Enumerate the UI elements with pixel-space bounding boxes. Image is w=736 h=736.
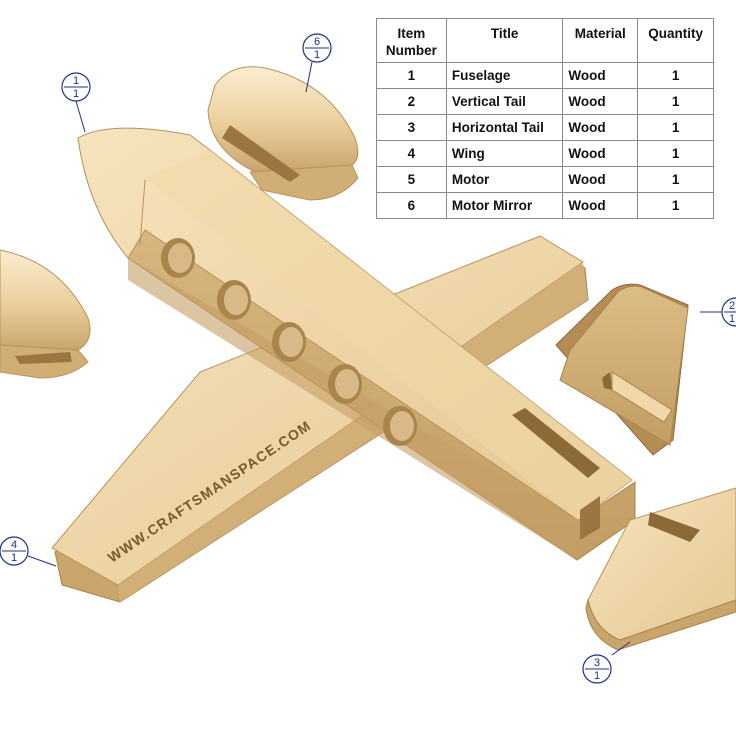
bom-quantity: 1: [637, 88, 714, 115]
horizontal-tail-part: [585, 487, 736, 651]
bill-of-materials-table: Item Number Title Material Quantity 1 Fu…: [376, 18, 714, 219]
bom-material: Wood: [562, 88, 639, 115]
balloon-item-qty: 1: [73, 88, 79, 100]
bom-header-row: Item Number Title Material Quantity: [376, 18, 714, 63]
balloon-item-6: 6 1: [302, 33, 332, 63]
fuselage-window-holes: [161, 238, 417, 446]
bom-item-number: 2: [376, 88, 447, 115]
bom-material: Wood: [562, 140, 639, 167]
table-row: 1 Fuselage Wood 1: [376, 62, 714, 89]
bom-title: Fuselage: [445, 62, 564, 89]
balloon-item-qty: 1: [729, 313, 735, 325]
table-row: 5 Motor Wood 1: [376, 166, 714, 193]
bom-material: Wood: [562, 114, 639, 141]
balloon-item-1: 1 1: [61, 72, 91, 102]
bom-quantity: 1: [637, 114, 714, 141]
bom-title: Vertical Tail: [445, 88, 564, 115]
bom-quantity: 1: [637, 62, 714, 89]
wing-part: [51, 235, 589, 603]
balloon-item-qty: 1: [11, 552, 17, 564]
bom-item-number: 3: [376, 114, 447, 141]
bom-item-number: 6: [376, 192, 447, 219]
balloon-item-2: 2 1: [721, 297, 736, 327]
motor-mirror-part: [207, 66, 359, 201]
bom-item-number: 5: [376, 166, 447, 193]
bom-title: Motor: [445, 166, 564, 193]
bom-title: Horizontal Tail: [445, 114, 564, 141]
bom-material: Wood: [562, 166, 639, 193]
balloon-item-qty: 1: [314, 49, 320, 61]
bom-material: Wood: [562, 192, 639, 219]
bom-quantity: 1: [637, 166, 714, 193]
bom-header-material: Material: [562, 18, 639, 63]
bom-material: Wood: [562, 62, 639, 89]
bom-title: Motor Mirror: [445, 192, 564, 219]
table-row: 4 Wing Wood 1: [376, 140, 714, 167]
balloon-item-number: 4: [11, 539, 17, 551]
balloon-item-3: 3 1: [582, 654, 612, 684]
balloon-callouts: [27, 61, 722, 656]
fuselage-part: [77, 127, 636, 561]
balloon-item-4: 4 1: [0, 536, 29, 566]
table-row: 3 Horizontal Tail Wood 1: [376, 114, 714, 141]
bom-header-item-number: Item Number: [376, 18, 447, 63]
balloon-item-number: 6: [314, 36, 320, 48]
table-row: 2 Vertical Tail Wood 1: [376, 88, 714, 115]
bom-quantity: 1: [637, 140, 714, 167]
bom-item-number: 4: [376, 140, 447, 167]
vertical-tail-part: [555, 283, 689, 456]
balloon-item-qty: 1: [594, 670, 600, 682]
balloon-item-number: 1: [73, 75, 79, 87]
balloon-item-number: 3: [594, 657, 600, 669]
motor-part: [0, 249, 91, 379]
table-row: 6 Motor Mirror Wood 1: [376, 192, 714, 219]
bom-title: Wing: [445, 140, 564, 167]
balloon-item-number: 2: [729, 300, 735, 312]
bom-item-number: 1: [376, 62, 447, 89]
bom-quantity: 1: [637, 192, 714, 219]
bom-header-title: Title: [445, 18, 564, 63]
bom-header-quantity: Quantity: [637, 18, 714, 63]
